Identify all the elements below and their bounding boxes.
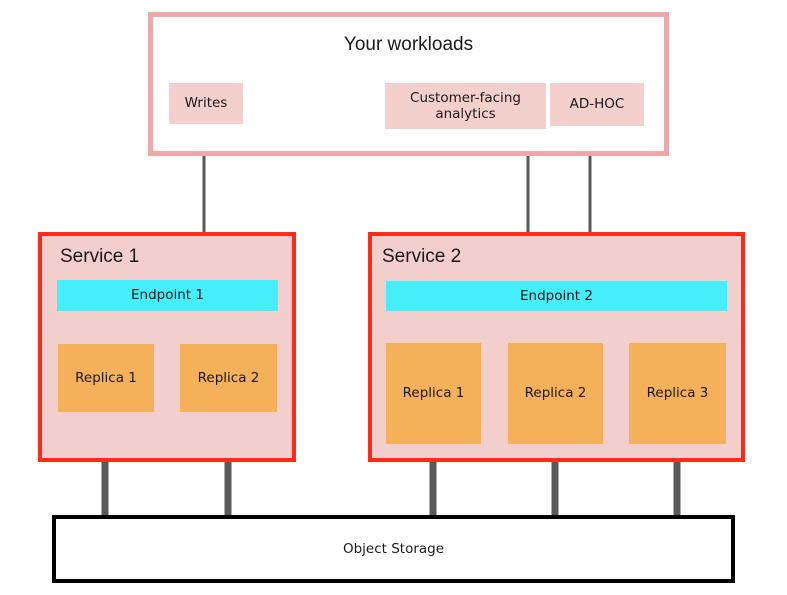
workload-chip-ad-hoc[interactable]: AD-HOC [550, 83, 644, 126]
service-1-replica-2[interactable]: Replica 2 [180, 344, 277, 412]
object-storage-node[interactable]: Object Storage [52, 515, 735, 583]
service-2-replica-3[interactable]: Replica 3 [629, 343, 726, 444]
workloads-title: Your workloads [343, 34, 474, 55]
workload-chip-customer-facing-analytics[interactable]: Customer-facing analytics [385, 83, 546, 129]
service-2-replica-1[interactable]: Replica 1 [386, 343, 481, 444]
service-1-replica-1[interactable]: Replica 1 [58, 344, 154, 412]
service-2-title: Service 2 [382, 246, 462, 267]
service-1-endpoint[interactable]: Endpoint 1 [57, 280, 278, 311]
service-1-title: Service 1 [60, 246, 140, 267]
service-2-endpoint[interactable]: Endpoint 2 [386, 281, 727, 311]
workload-chip-writes[interactable]: Writes [169, 83, 243, 124]
service-2-replica-2[interactable]: Replica 2 [508, 343, 603, 444]
